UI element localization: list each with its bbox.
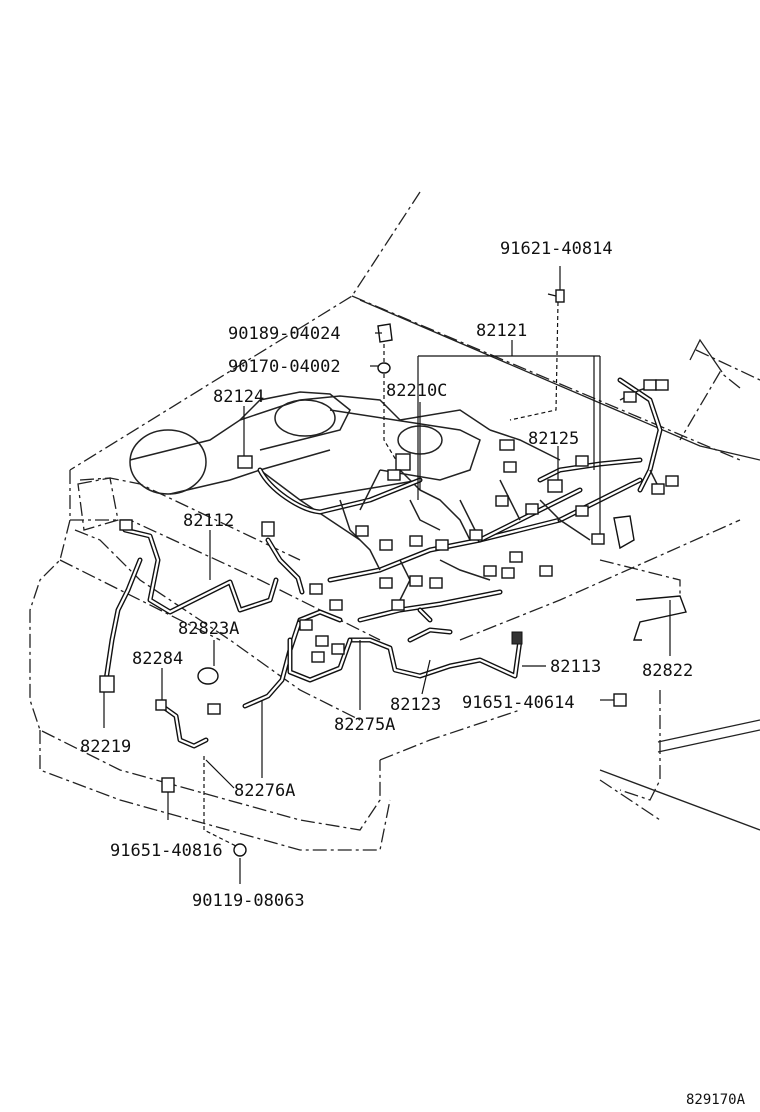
wiring-harness-82219 [103,557,143,683]
connector [429,577,443,589]
label-90189-04024: 90189-04024 [228,324,341,344]
vehicle-body-outline [29,191,760,851]
connector [651,483,665,495]
label-82123: 82123 [390,695,441,715]
label-91621-40814: 91621-40814 [500,239,613,259]
bolt-91621-40814 [547,266,565,303]
connector [155,699,167,711]
connector [613,515,635,550]
bolt-91651-40816 [161,777,175,793]
label-82822: 82822 [642,661,693,681]
connector [591,533,605,545]
label-82276A: 82276A [234,781,295,801]
connector [237,455,253,469]
connector [575,455,589,467]
label-82112: 82112 [183,511,234,531]
connector [525,503,539,515]
connector [655,379,669,391]
label-82113: 82113 [550,657,601,677]
label-82121: 82121 [476,321,527,341]
wiring-harness-82275A [287,637,523,683]
connector [665,475,679,487]
connector [547,479,563,493]
connector [329,599,343,611]
label-82284: 82284 [132,649,183,669]
connector [331,643,345,655]
label-82823A: 82823A [178,619,239,639]
connector [299,619,313,631]
connector [643,379,657,391]
wiring-harness-82123 [407,607,453,643]
wiring-harness-82276A [242,609,343,709]
clamp-90189-04024 [377,323,393,343]
label-82210C: 82210C [386,381,447,401]
connector [309,583,323,595]
connector [511,631,523,645]
label-91651-40614: 91651-40614 [462,693,575,713]
nut-90170-04002 [377,362,391,374]
connector [509,551,523,563]
bracket-82822 [633,595,687,641]
connector [435,539,449,551]
connector [261,521,275,537]
connector [503,461,517,473]
connector [623,391,637,403]
connector [311,651,325,663]
connector [207,703,221,715]
connector [501,567,515,579]
connector [119,519,133,531]
label-91651-40816: 91651-40816 [110,841,223,861]
connector [395,453,411,471]
connector [539,565,553,577]
connector [409,575,423,587]
connector [387,469,401,481]
diagram-id: 829170A [686,1092,746,1108]
connector [483,565,497,577]
grommet-82823A [197,667,219,685]
wiring-harness-82112 [122,527,305,615]
label-90170-04002: 90170-04002 [228,357,341,377]
connector [379,539,393,551]
connectors [99,379,687,715]
connector [499,439,515,451]
label-82125: 82125 [528,429,579,449]
connector [575,505,589,517]
label-82124: 82124 [213,387,264,407]
connector [355,525,369,537]
label-90119-08063: 90119-08063 [192,891,305,911]
fasteners [161,266,627,857]
wiring-harness-82284 [159,703,209,749]
label-82219: 82219 [80,737,131,757]
bolt-91651-40614 [613,693,627,707]
connector [99,675,115,693]
label-82275A: 82275A [334,715,395,735]
connector [391,599,405,611]
connector [409,535,423,547]
part-labels: 91621-40814 90189-04024 82121 90170-0400… [80,239,746,1108]
nut-90119-08063 [233,843,247,857]
connector [315,635,329,647]
connector [379,577,393,589]
connector [495,495,509,507]
leader-lines [103,301,671,884]
connector [469,529,483,541]
